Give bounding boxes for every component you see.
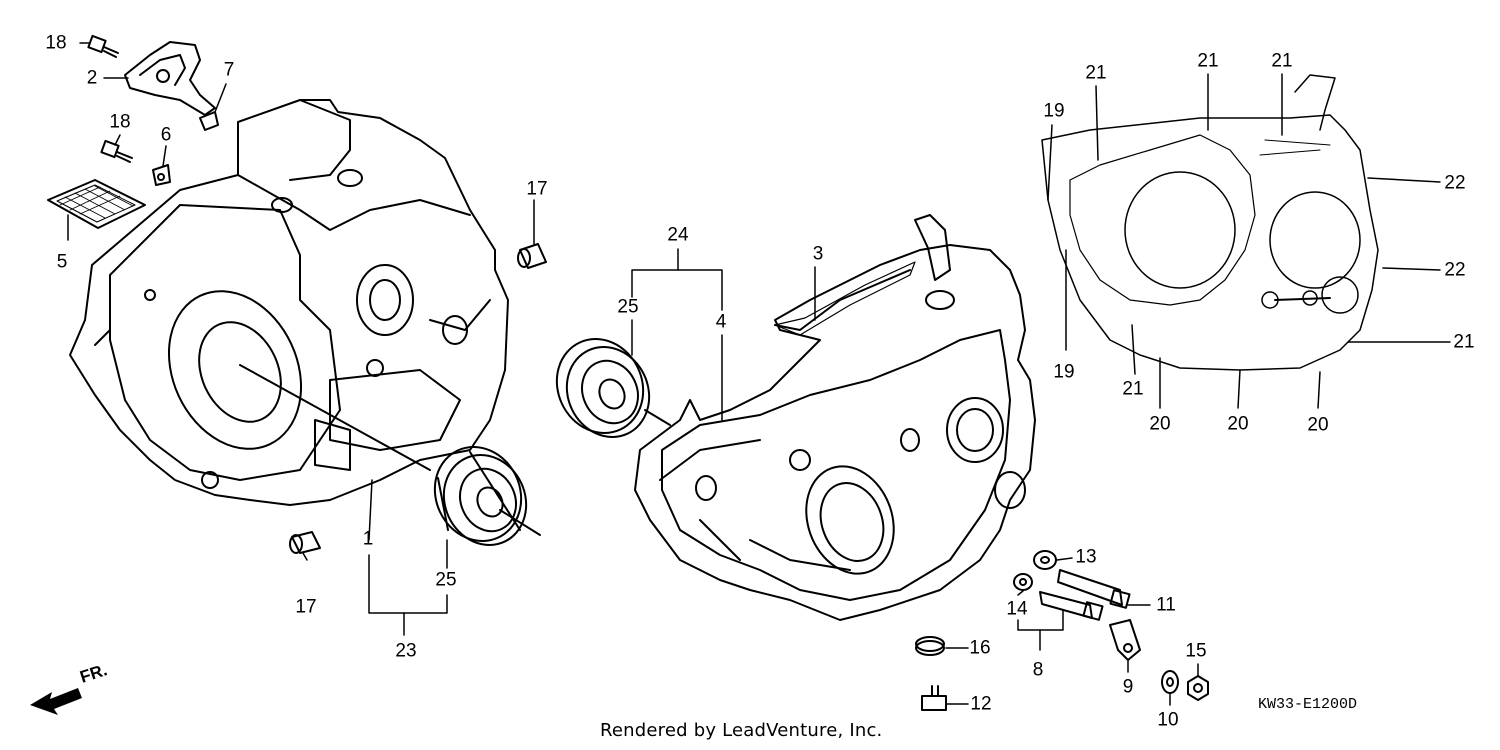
callout-18: 18 (45, 32, 67, 54)
callout-25: 25 (435, 569, 457, 591)
dowel-17a (518, 244, 546, 268)
bearing-25b (542, 325, 670, 451)
callout-14: 14 (1006, 598, 1028, 620)
callout-24: 24 (667, 224, 689, 246)
switch-8 (1040, 592, 1103, 620)
callout-11: 11 (1156, 594, 1176, 616)
callout-1: 1 (362, 528, 374, 550)
callout-21: 21 (1271, 50, 1293, 72)
nut-15 (1188, 676, 1208, 700)
callout-4: 4 (715, 311, 727, 333)
dowel-17b (290, 532, 320, 553)
callout-20: 20 (1307, 414, 1329, 436)
right-crankcase (635, 215, 1035, 620)
callout-16: 16 (969, 637, 991, 659)
washer-13 (1034, 551, 1056, 569)
clip-7 (200, 112, 218, 130)
bolt-18b (101, 141, 132, 162)
callout-18: 18 (109, 111, 131, 133)
callout-8: 8 (1032, 659, 1044, 681)
callout-9: 9 (1122, 676, 1134, 698)
left-crankcase (70, 100, 508, 505)
screen-filter-5 (48, 180, 145, 228)
callout-5: 5 (56, 251, 68, 273)
crankcase-gasket (1042, 75, 1378, 370)
callout-17: 17 (295, 596, 317, 618)
callout-2: 2 (86, 67, 98, 89)
bolt-12 (922, 686, 946, 710)
washer-14 (1014, 574, 1032, 590)
callout-12: 12 (970, 693, 992, 715)
callout-21: 21 (1085, 62, 1107, 84)
callout-21: 21 (1197, 50, 1219, 72)
callout-19: 19 (1053, 361, 1075, 383)
bearing-25a (420, 433, 541, 559)
clip-6 (153, 165, 170, 185)
callout-6: 6 (160, 124, 172, 146)
bracket-9 (1110, 620, 1140, 660)
callout-21: 21 (1122, 378, 1144, 400)
callout-22: 22 (1444, 259, 1466, 281)
catalog-code: KW33-E1200D (1258, 696, 1358, 713)
callout-7: 7 (223, 59, 235, 81)
callout-21: 21 (1453, 331, 1475, 353)
callout-15: 15 (1185, 640, 1207, 662)
callout-13: 13 (1075, 546, 1097, 568)
callout-20: 20 (1227, 413, 1249, 435)
callout-17: 17 (526, 178, 548, 200)
callout-3: 3 (812, 243, 824, 265)
front-direction-arrow-icon (30, 688, 82, 715)
washer-16 (916, 637, 944, 655)
callout-25: 25 (617, 296, 639, 318)
leader-lines (68, 43, 1450, 705)
callout-23: 23 (395, 640, 417, 662)
chain-guide-part (125, 42, 215, 115)
bolt-11 (1058, 570, 1130, 608)
callout-22: 22 (1444, 172, 1466, 194)
washer-10 (1162, 671, 1178, 693)
callout-20: 20 (1149, 413, 1171, 435)
credit-text: Rendered by LeadVenture, Inc. (600, 720, 883, 741)
bolt-18a (88, 36, 118, 57)
callout-19: 19 (1043, 100, 1065, 122)
callout-10: 10 (1157, 709, 1179, 731)
